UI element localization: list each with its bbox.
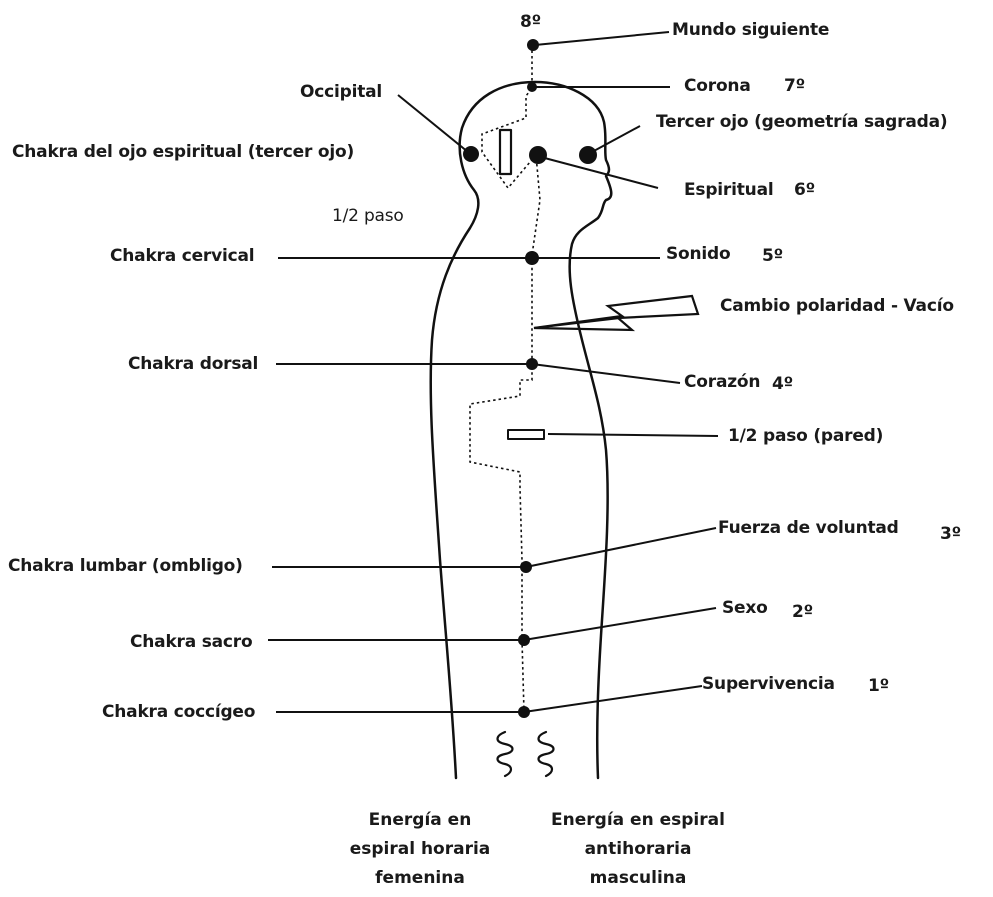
label-tercer-ojo: Tercer ojo (geometría sagrada) — [656, 112, 947, 132]
label-cambio-polaridad: Cambio polaridad - Vacío — [720, 296, 954, 316]
label-num-2: 2º — [792, 602, 813, 622]
dot-2 — [518, 634, 530, 646]
label-num-7: 7º — [784, 76, 805, 96]
dot-8 — [527, 39, 539, 51]
label-num-1: 1º — [868, 676, 889, 696]
dot-3 — [520, 561, 532, 573]
label-medio-paso-pared: 1/2 paso (pared) — [728, 426, 883, 446]
caption-femenina-line-1: Energía en — [340, 806, 500, 835]
label-medio-paso: 1/2 paso — [332, 206, 404, 226]
spiral-left — [498, 732, 513, 776]
dot-spiritual — [529, 146, 547, 164]
caption-femenina-line-2: espiral horaria — [340, 835, 500, 864]
label-chakra-sacro: Chakra sacro — [130, 632, 252, 652]
label-corona: Corona — [684, 76, 751, 96]
dot-5 — [525, 251, 539, 265]
half-step-head-bar — [500, 130, 511, 174]
label-num-5: 5º — [762, 246, 783, 266]
half-step-wall-bar — [508, 430, 544, 439]
label-espiritual: Espiritual — [684, 180, 773, 200]
label-sonido: Sonido — [666, 244, 731, 264]
label-supervivencia: Supervivencia — [702, 674, 835, 694]
dot-7 — [527, 82, 537, 92]
caption-masculina-line-2: antihoraria — [538, 835, 738, 864]
label-chakra-cervical: Chakra cervical — [110, 246, 254, 266]
label-num-4: 4º — [772, 374, 793, 394]
label-chakra-coccigeo: Chakra coccígeo — [102, 702, 255, 722]
label-chakra-lumbar: Chakra lumbar (ombligo) — [8, 556, 243, 576]
label-sexo: Sexo — [722, 598, 768, 618]
label-num-6: 6º — [794, 180, 815, 200]
dot-third-eye — [579, 146, 597, 164]
caption-masculina-line-1: Energía en espiral — [538, 806, 738, 835]
caption-femenina: Energía en espiral horaria femenina — [340, 806, 500, 893]
caption-masculina: Energía en espiral antihoraria masculina — [538, 806, 738, 893]
dot-occipital — [463, 146, 479, 162]
label-chakra-ojo-espiritual: Chakra del ojo espiritual (tercer ojo) — [12, 142, 354, 162]
caption-masculina-line-3: masculina — [538, 864, 738, 893]
label-fuerza-voluntad: Fuerza de voluntad — [718, 518, 899, 538]
label-num-3: 3º — [940, 524, 961, 544]
label-chakra-dorsal: Chakra dorsal — [128, 354, 258, 374]
dot-4 — [526, 358, 538, 370]
label-occipital: Occipital — [300, 82, 382, 102]
dot-1 — [518, 706, 530, 718]
spiral-right — [539, 732, 554, 776]
caption-femenina-line-3: femenina — [340, 864, 500, 893]
label-corazon: Corazón — [684, 372, 760, 392]
label-num-8: 8º — [520, 12, 541, 32]
label-mundo-siguiente: Mundo siguiente — [672, 20, 829, 40]
